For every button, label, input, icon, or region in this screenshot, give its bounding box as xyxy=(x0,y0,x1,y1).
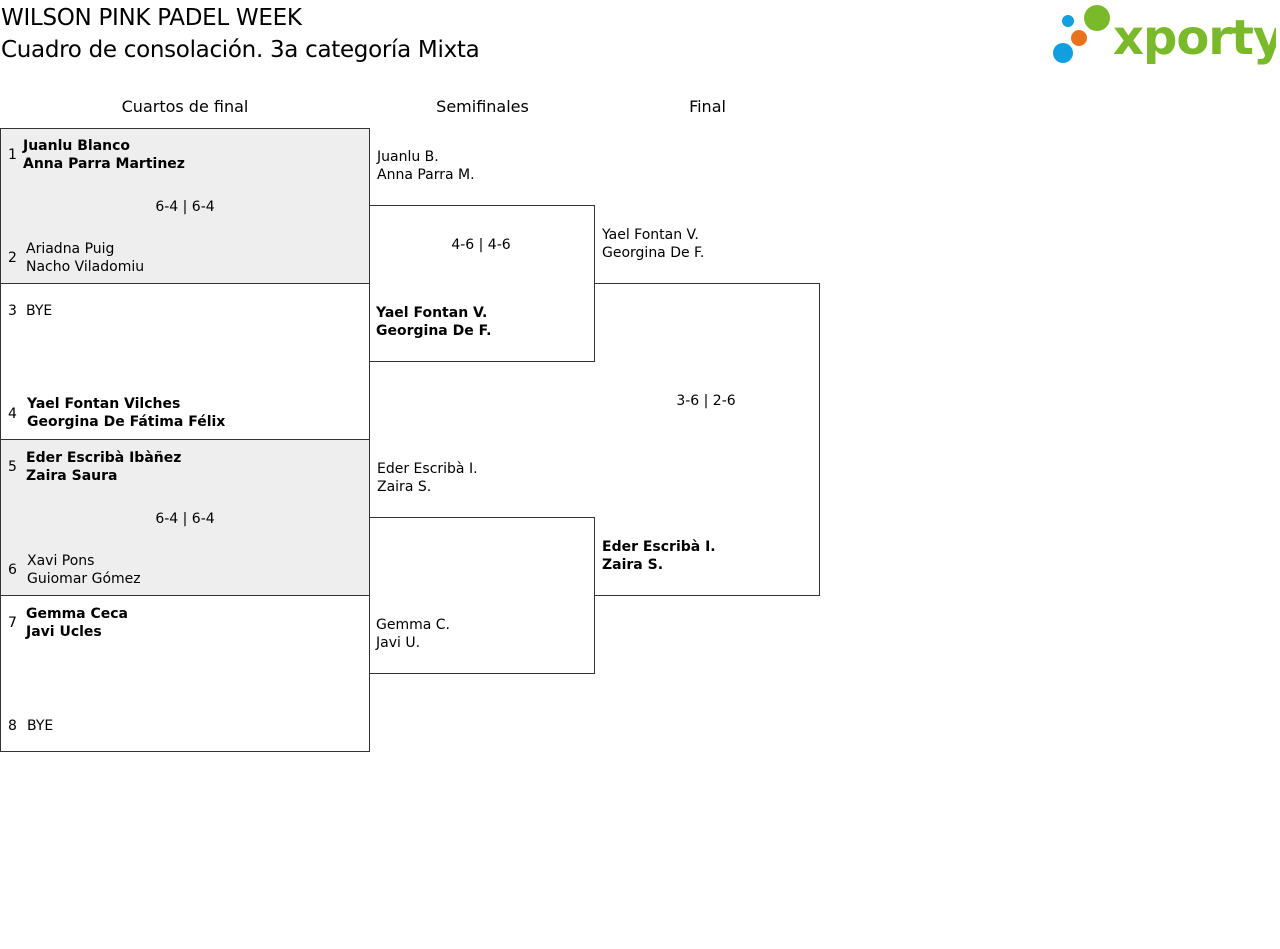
player-name: Gemma Ceca xyxy=(26,606,128,622)
logo-text: xporty xyxy=(1113,10,1276,66)
xporty-logo: xporty xyxy=(1050,4,1280,66)
logo-dot-blue-small xyxy=(1062,15,1074,27)
player-name: Eder Escribà I. xyxy=(602,539,716,555)
player-name: Javi Ucles xyxy=(26,624,102,640)
player-name: Eder Escribà Ibàñez xyxy=(26,450,182,466)
logo-dot-blue-large xyxy=(1053,43,1073,63)
round-heading-semifinals: Semifinales xyxy=(436,97,529,116)
player-name: Juanlu B. xyxy=(377,149,439,165)
player-name: Georgina De F. xyxy=(602,245,705,261)
seed-number: 4 xyxy=(8,406,17,422)
player-name: Javi U. xyxy=(376,635,421,651)
player-name: Yael Fontan Vilches xyxy=(27,396,181,412)
final-match: 3-6 | 2-6 Eder Escribà I. Zaira S. xyxy=(594,283,820,596)
match-score: 6-4 | 6-4 xyxy=(155,199,215,215)
logo-dot-green xyxy=(1084,5,1110,31)
bracket-subtitle: Cuadro de consolación. 3a categoría Mixt… xyxy=(1,37,480,63)
player-name: Anna Parra Martinez xyxy=(23,156,185,172)
player-name: Yael Fontan V. xyxy=(376,305,488,321)
player-name: Juanlu Blanco xyxy=(23,138,131,154)
round-heading-quarterfinals: Cuartos de final xyxy=(121,97,249,116)
player-name: Georgina De F. xyxy=(376,323,492,339)
seed-number: 7 xyxy=(8,615,17,631)
logo-dot-orange xyxy=(1071,30,1087,46)
player-name: BYE xyxy=(26,303,53,319)
player-name: Zaira Saura xyxy=(26,468,118,484)
seed-number: 1 xyxy=(8,147,17,163)
quarterfinal-match-3: 5 Eder Escribà Ibàñez Zaira Saura 6-4 | … xyxy=(0,439,370,596)
semifinal-match-1: 4-6 | 4-6 Yael Fontan V. Georgina De F. xyxy=(369,205,595,362)
tournament-title: WILSON PINK PADEL WEEK xyxy=(1,5,302,31)
player-name: Guiomar Gómez xyxy=(27,571,141,587)
quarterfinal-match-4: 7 Gemma Ceca Javi Ucles 8 BYE xyxy=(0,595,370,752)
quarterfinal-match-2: 3 BYE 4 Yael Fontan Vilches Georgina De … xyxy=(0,283,370,440)
semifinal-match-2: Gemma C. Javi U. xyxy=(369,517,595,674)
match-score: 4-6 | 4-6 xyxy=(451,237,511,253)
player-name: Anna Parra M. xyxy=(377,167,475,183)
player-name: Xavi Pons xyxy=(27,553,95,569)
seed-number: 6 xyxy=(8,562,17,578)
player-name: Georgina De Fátima Félix xyxy=(27,414,226,430)
seed-number: 5 xyxy=(8,459,17,475)
player-name: Eder Escribà I. xyxy=(377,461,478,477)
seed-number: 2 xyxy=(8,250,17,266)
player-name: Zaira S. xyxy=(377,479,432,495)
player-name: Nacho Viladomiu xyxy=(26,259,145,275)
seed-number: 8 xyxy=(8,718,17,734)
player-name: Yael Fontan V. xyxy=(602,227,699,243)
round-heading-final: Final xyxy=(689,97,726,116)
match-score: 3-6 | 2-6 xyxy=(676,393,736,409)
player-name: Zaira S. xyxy=(602,557,664,573)
seed-number: 3 xyxy=(8,303,17,319)
quarterfinal-match-1: 1 Juanlu Blanco Anna Parra Martinez 6-4 … xyxy=(0,128,370,284)
player-name: Ariadna Puig xyxy=(26,241,115,257)
player-name: Gemma C. xyxy=(376,617,450,633)
match-score: 6-4 | 6-4 xyxy=(155,511,215,527)
player-name: BYE xyxy=(27,718,54,734)
